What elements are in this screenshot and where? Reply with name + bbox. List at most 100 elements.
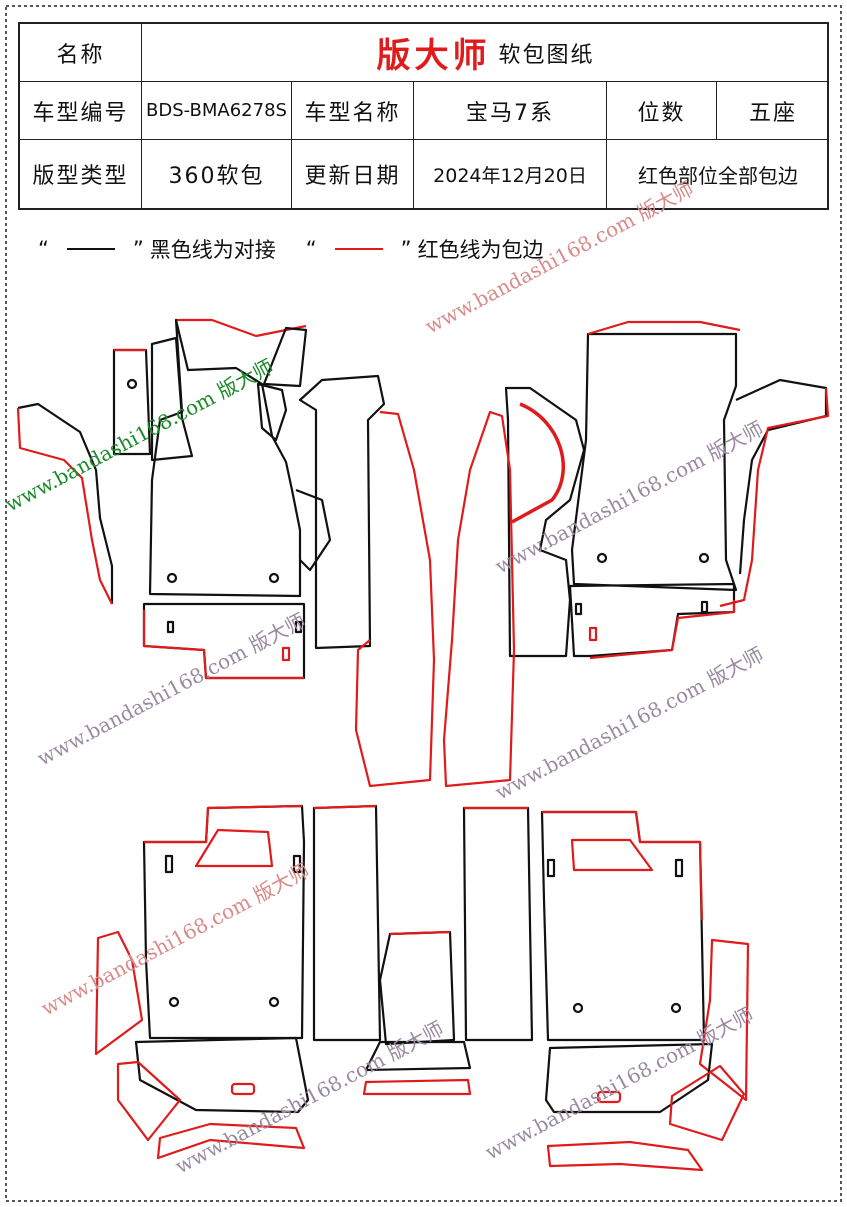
watermark-text: www.bandashi168.com 版大师 — [491, 642, 767, 804]
legend-black-desc: 黑色线为对接 — [149, 238, 276, 262]
rear-back-left-top — [144, 804, 303, 844]
type-label-cell: 版型类型 — [20, 140, 142, 208]
hole — [268, 996, 280, 1008]
slot — [294, 620, 303, 634]
update-label: 更新日期 — [304, 164, 401, 189]
side-bolster-left-edge — [16, 407, 113, 605]
rear-corner-left — [116, 1060, 182, 1142]
note-text: 红色部位全部包边 — [638, 163, 798, 188]
watermark-text: www.bandashi168.com 版大师 — [481, 1002, 757, 1164]
hole — [168, 996, 180, 1008]
rear-corner-right — [668, 1064, 746, 1142]
hole — [126, 378, 138, 390]
rear-back-left-window — [194, 828, 274, 868]
model-code-cell: BDS-BMA6278S — [142, 82, 292, 140]
cushion-front-right-edge — [589, 600, 736, 660]
side-panel-right — [504, 386, 586, 658]
backrest-top — [176, 318, 307, 338]
watermark-text: www.bandashi168.com 版大师 — [37, 858, 313, 1020]
title-cell: 版大师 软包图纸 — [142, 24, 829, 82]
rear-side-right — [698, 938, 750, 1102]
name-label-cell: 名称 — [20, 24, 142, 82]
watermark-text: www.bandashi168.com 版大师 — [1, 354, 277, 516]
legend-red-close-quote: ” — [400, 237, 412, 261]
slot — [574, 602, 583, 616]
legend-black-open-quote: “ — [38, 237, 49, 261]
slot — [281, 646, 291, 662]
rear-center-armrest-top — [389, 930, 451, 936]
slot — [230, 1082, 256, 1096]
backrest-top-right — [587, 320, 741, 336]
update-date: 2024年12月20日 — [433, 164, 587, 187]
doc-title: 软包图纸 — [498, 42, 595, 68]
type-cell: 360软包 — [142, 140, 292, 208]
hole — [596, 552, 608, 564]
model-code: BDS-BMA6278S — [146, 100, 287, 121]
side-curve-piece — [295, 488, 332, 572]
backrest-inner — [256, 382, 288, 442]
slot — [292, 854, 302, 874]
long-strip-left — [354, 410, 436, 788]
rear-back-right-top — [542, 810, 704, 921]
front-left-seat-pattern — [16, 318, 436, 788]
hole — [670, 1002, 682, 1014]
backrest-main — [148, 318, 302, 598]
cushion-front-right — [568, 582, 736, 658]
watermark-text: www.bandashi168.com 版大师 — [421, 176, 697, 338]
model-code-label: 车型编号 — [32, 100, 129, 126]
rear-cushion-left — [134, 1036, 310, 1114]
rear-center-right — [462, 806, 534, 1042]
long-strip-right — [442, 410, 516, 788]
slot — [166, 620, 175, 634]
hole — [572, 1002, 584, 1014]
rear-cushion-right — [544, 1042, 714, 1114]
seats-label: 位数 — [637, 100, 686, 126]
side-bolster-right-edge — [719, 387, 830, 608]
legend-red-desc: 红色线为包边 — [417, 238, 544, 262]
seats-cell: 五座 — [717, 82, 829, 140]
seats-label-cell: 位数 — [607, 82, 717, 140]
rear-side-left — [94, 930, 144, 1056]
spec-table: 名称 版大师 软包图纸 车型编号 BDS-BMA6278S 车型名称 宝马7系 … — [18, 22, 829, 210]
seats-value: 五座 — [748, 100, 797, 126]
hole — [166, 572, 178, 584]
slot — [588, 626, 598, 642]
rear-center-left — [312, 804, 382, 1042]
update-date-cell: 2024年12月20日 — [414, 140, 607, 208]
rear-back-right-window — [570, 838, 654, 872]
long-side-panel — [298, 374, 386, 650]
name-label: 名称 — [56, 42, 105, 68]
backrest-side — [150, 336, 194, 462]
legend-red-open-quote: “ — [305, 237, 317, 261]
cushion-front-edge — [142, 610, 304, 680]
note-cell: 红色部位全部包边 — [607, 140, 829, 208]
rear-seat-pattern — [94, 804, 750, 1172]
side-bolster-right — [735, 378, 828, 575]
slot — [164, 854, 174, 874]
legend: “ ” 黑色线为对接 “ ” 红色线为包边 — [38, 234, 544, 264]
hole — [698, 552, 710, 564]
model-name-cell: 宝马7系 — [414, 82, 607, 140]
model-name-label-cell: 车型名称 — [292, 82, 414, 140]
model-code-label-cell: 车型编号 — [20, 82, 142, 140]
type-label: 版型类型 — [32, 164, 129, 189]
backrest-strip — [262, 326, 308, 388]
backrest-main-right — [570, 332, 738, 592]
slot — [546, 858, 556, 878]
front-right-seat-pattern — [442, 320, 830, 788]
rear-cushion-right-bottom — [546, 1140, 704, 1172]
update-label-cell: 更新日期 — [292, 140, 414, 208]
legend-black-close-quote: ” — [132, 237, 144, 261]
rear-bottom-center-strip — [362, 1078, 472, 1096]
side-bolster-left — [17, 402, 114, 604]
rear-bottom-center — [364, 1040, 472, 1072]
rear-cushion-left-bottom — [156, 1122, 306, 1160]
model-name-label: 车型名称 — [304, 100, 401, 126]
hole — [268, 572, 280, 584]
inner-curve — [511, 402, 566, 524]
legend-red-swatch — [334, 248, 383, 250]
brand-title: 版大师 — [376, 36, 491, 76]
